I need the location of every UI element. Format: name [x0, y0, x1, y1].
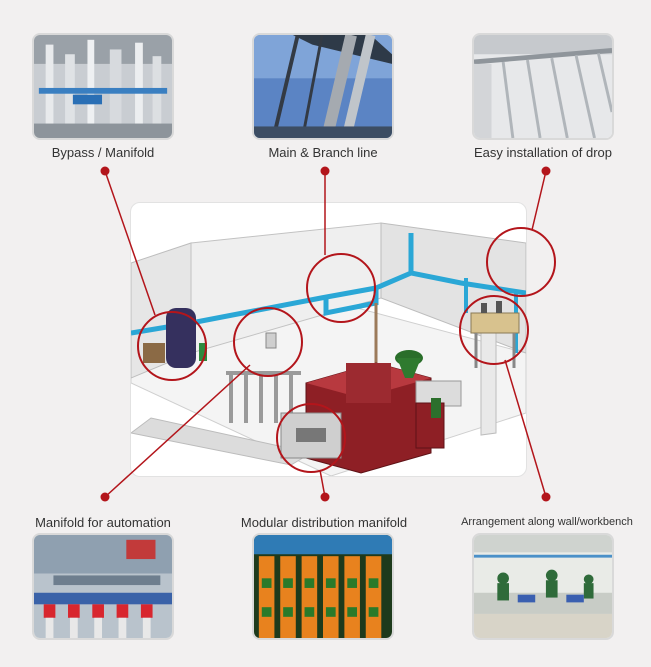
label-bypass-manifold: Bypass / Manifold: [51, 145, 155, 160]
label-easy-installation-drop: Easy installation of drop: [473, 145, 613, 160]
easy-installation-drop-photo: [472, 33, 614, 140]
arrangement-wall-workbench-photo: [472, 533, 614, 640]
callout-dot-bypass: [100, 166, 110, 176]
label-manifold-automation: Manifold for automation: [35, 515, 171, 530]
callout-dot-modular: [320, 492, 330, 502]
connector-line-drop: [531, 170, 547, 231]
bypass-manifold-photo: [32, 33, 174, 140]
modular-distribution-manifold-photo: [252, 533, 394, 640]
factory-layout-illustration: [130, 202, 527, 477]
manifold-automation-photo: [32, 533, 174, 640]
callout-dot-workbench: [541, 492, 551, 502]
label-modular-distribution-manifold: Modular distribution manifold: [240, 515, 408, 530]
label-arrangement-wall-workbench: Arrangement along wall/workbench: [461, 516, 633, 528]
label-main-branch-line: Main & Branch line: [268, 145, 378, 160]
callout-dot-drop: [541, 166, 551, 176]
callout-dot-automation: [100, 492, 110, 502]
callout-dot-main-branch: [320, 166, 330, 176]
main-branch-line-photo: [252, 33, 394, 140]
